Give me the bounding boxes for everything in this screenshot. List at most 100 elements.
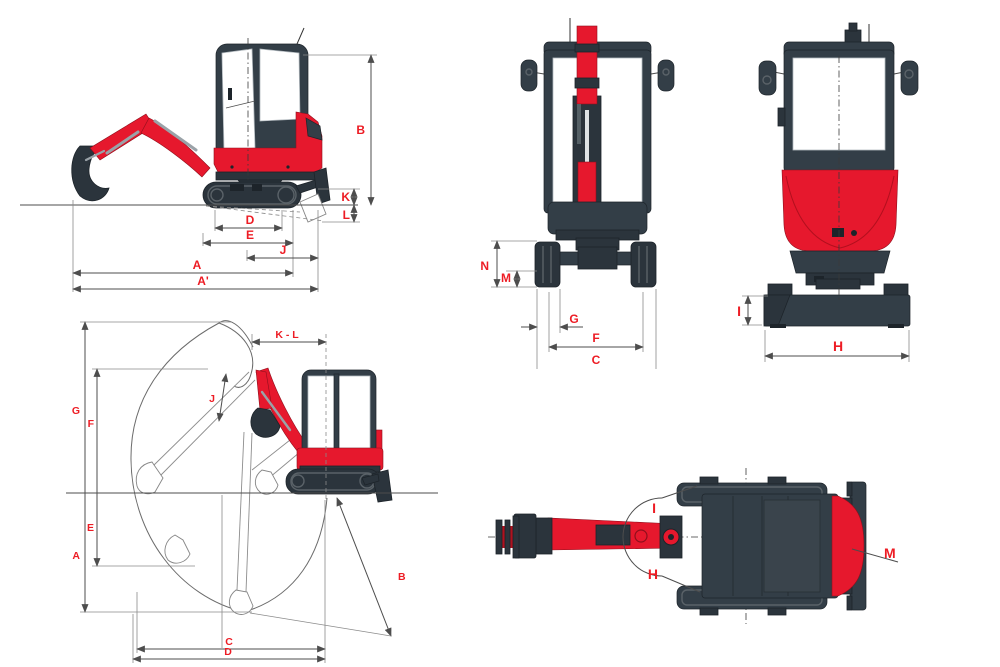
dim-label-a: A [72,550,80,562]
bucket [250,407,281,438]
dim-a-prime: A' [72,274,319,293]
dim-e: E [202,210,294,277]
dim-label-n: N [480,259,489,273]
dim-k: K [318,188,360,206]
boom-upper [576,25,598,105]
rear-view-diagram: I H [737,22,919,362]
dim-label-d: D [246,213,255,227]
boom [140,117,211,178]
blade-lowered-outline [299,193,327,223]
top-machine [488,468,867,624]
front-dimensions: N M G F C [480,240,657,369]
top-dimensions: I H M [622,485,899,593]
cab-antenna [296,27,305,45]
dim-b: B [303,54,377,206]
dim-n: N [480,240,501,288]
dim-label-c: C [592,353,601,367]
dim-label-e: E [246,228,254,242]
arm-cylinder [105,130,140,155]
side-view-diagram: B K L D E [20,27,377,293]
boom-cylinder [153,119,198,152]
dim-label-i: I [737,303,741,319]
blade-arm [295,179,319,194]
dim-d: D [132,614,326,663]
lower-frame [547,201,648,235]
engine-cover [781,169,899,252]
working-envelope [130,320,254,613]
cab-wiper [225,100,256,109]
dim-label-d: D [224,646,232,658]
track-right [630,241,657,288]
bucket-top [495,519,503,555]
track-left [534,241,561,288]
dim-label-b: B [356,123,365,137]
dim-label-i: I [652,500,656,516]
dim-label-k-l: K - L [275,329,299,341]
dim-f: F [548,292,644,352]
swing-arc [622,497,663,577]
cab-front-glass [221,48,256,152]
dim-label-c: C [225,636,233,648]
dim-label-g: G [569,312,578,326]
dim-label-a-prime: A' [197,274,209,288]
m-leader [851,548,899,563]
range-dimensions: G A F E K - L J B [66,321,438,663]
front-view-diagram: N M G F C [480,18,675,369]
dim-a: A [72,200,294,292]
mirror-left [758,60,777,96]
latch [777,107,786,127]
dim-label-e: E [87,522,94,534]
counterweight [831,495,865,597]
dim-label-j: J [280,243,287,257]
dim-m: M [501,270,537,288]
track [202,181,302,209]
dim-label-f: F [88,418,95,430]
dim-label-b: B [398,571,406,583]
side-dimensions: B K L D E [20,54,377,293]
dim-label-f: F [592,331,599,345]
dim-label-g: G [72,405,80,417]
ghost-bucket-left [135,461,164,495]
dim-label-j: J [209,393,215,405]
side-machine [71,27,331,223]
ghost-bucket-bottom [228,589,254,615]
cab-roof-panel [763,499,821,593]
dim-g-a: G A [72,321,89,613]
idler [210,188,224,202]
dim-k-l: K - L [251,329,327,350]
axle-center [577,246,618,270]
front-machine [520,18,675,288]
body-skirt [215,171,319,181]
ghost-bucket-mid [164,534,191,564]
dim-d: D [214,210,283,232]
dim-label-h: H [833,338,843,354]
dim-l: L [322,204,360,223]
dim-f-e: F E [87,368,101,567]
rear-machine [758,22,919,328]
rear-dimensions: I H [737,295,910,362]
range-machine [250,367,393,503]
working-range-diagram: G A F E K - L J B [66,320,438,663]
dim-i: I [737,295,768,326]
engine-vent [305,117,323,141]
dim-c: C [136,495,326,653]
dim-label-l: L [343,208,350,222]
dim-j: J [209,373,229,422]
bucket-link [535,517,553,555]
dim-j: J [246,210,319,292]
bucket-cylinder [84,149,106,162]
dim-label-a: A [193,258,202,272]
arm-cylinder [260,390,292,432]
sprocket [277,186,295,204]
under-frame [789,250,891,274]
dim-c: C [592,289,657,369]
dim-h: H [764,330,910,362]
dim-label-m: M [501,271,511,285]
dim-g: G [521,289,583,369]
dim-label-m: M [884,545,896,561]
dim-label-h: H [648,566,658,582]
top-view-diagram: I H M [488,468,899,624]
dim-b: B [249,497,406,637]
